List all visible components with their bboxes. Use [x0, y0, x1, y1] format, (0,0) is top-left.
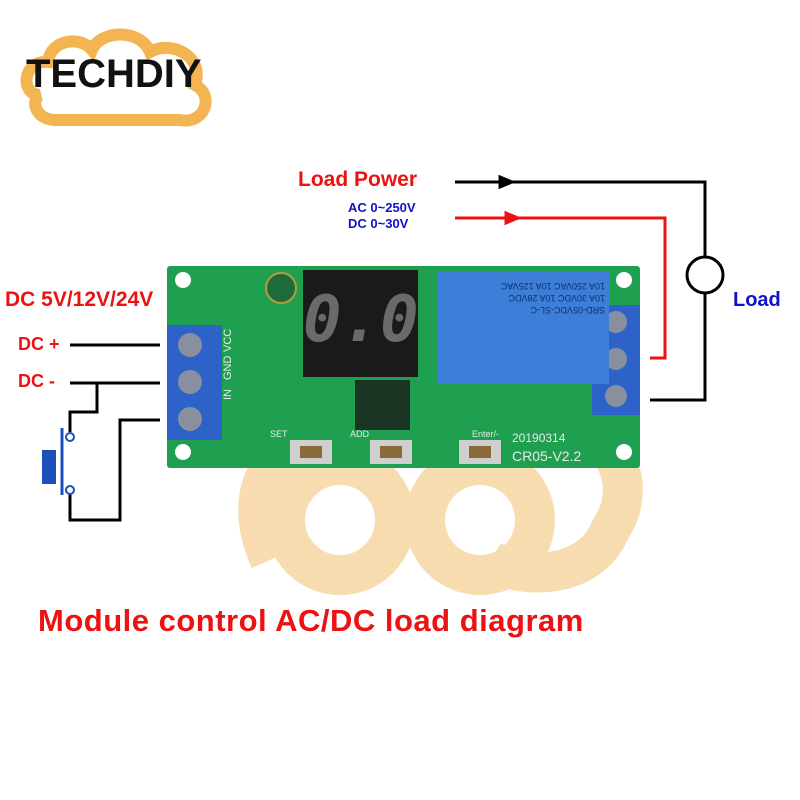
caption: Module control AC/DC load diagram [38, 603, 584, 638]
pin-label-gnd: GND [222, 355, 234, 380]
pin-label-vcc: VCC [222, 328, 234, 352]
relay-rating-dc: 10A 30VDC 10A 28VDC [508, 293, 605, 303]
relay-rating-ac: 10A 250VAC 10A 125VAC [500, 281, 605, 291]
date-code: 20190314 [512, 431, 566, 445]
relay-module-board [167, 266, 640, 468]
logo-cloud [20, 28, 212, 127]
dc-plus-label: DC + [18, 334, 60, 354]
dc-minus-label: DC - [18, 371, 55, 391]
logo-text: TECHDIY [26, 52, 202, 96]
pin-label-in: IN [222, 389, 234, 400]
load-symbol [685, 255, 725, 295]
supply-wires [68, 343, 160, 522]
load-power-wire-red [455, 210, 667, 360]
relay-markings: SRD-05VDC-SL-C 10A 30VDC 10A 28VDC 10A 2… [455, 280, 605, 316]
load-power-label: Load Power [298, 168, 418, 191]
load-label: Load [733, 289, 781, 311]
ac-range-label: AC 0~250V [348, 200, 416, 215]
set-button-label: SET [270, 429, 288, 439]
add-button-label: ADD [350, 429, 370, 439]
load-power-wire-black [455, 174, 707, 402]
enter-button-label: Enter/- [472, 429, 500, 439]
model-code: CR05-V2.2 [512, 448, 582, 464]
relay-model: SRD-05VDC-SL-C [530, 305, 605, 315]
push-button-switch [42, 428, 75, 495]
display-readout: 0.0 [303, 283, 419, 357]
supply-voltage-label: DC 5V/12V/24V [5, 288, 154, 311]
dc-range-label: DC 0~30V [348, 216, 409, 231]
